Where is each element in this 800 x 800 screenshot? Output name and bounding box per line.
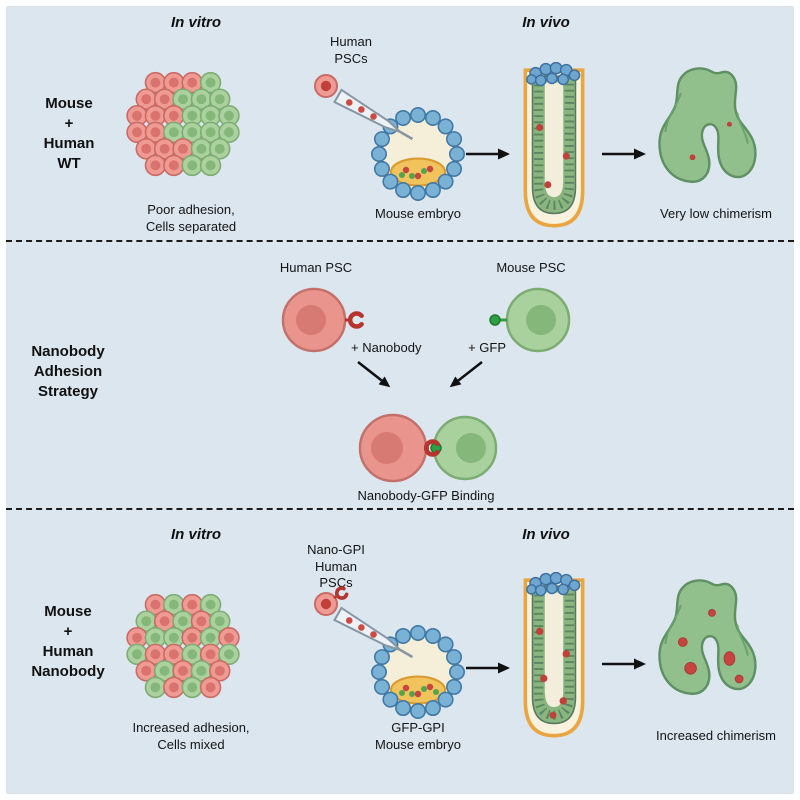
label-nano-gpi-human-pscs: Nano-GPI Human PSCs [291, 542, 381, 592]
cell-nucleus [371, 432, 403, 464]
arrow-icon [600, 657, 648, 671]
egg-cylinder-embryo-low-chimerism [518, 62, 590, 238]
arrow-icon [464, 147, 512, 161]
label-line: Human [315, 558, 357, 574]
trophoblast-ring [371, 624, 466, 720]
mouse-psc-with-gfp [489, 287, 571, 353]
row-label-line: Human [42, 643, 94, 660]
column-header-invitro-top: In vitro [170, 14, 221, 31]
cell-nucleus [526, 305, 556, 335]
caption-line: Cells separated [145, 218, 237, 234]
injection-into-blastocyst-top [314, 74, 466, 202]
trophoblast-ring [371, 106, 466, 202]
panel-divider-bottom [6, 508, 794, 510]
inner-cell-mass [390, 157, 446, 187]
human-psc-with-nanobody [281, 287, 364, 353]
column-header-invivo-bottom: In vivo [522, 526, 570, 543]
nanobody-icon [335, 586, 349, 600]
nanobody-icon [347, 311, 364, 329]
gfp-icon [489, 314, 501, 326]
injection-into-blastocyst-bottom [314, 586, 466, 720]
icm-cells [399, 683, 439, 698]
caption-nanobody-gfp-binding: Nanobody-GFP Binding [357, 488, 495, 503]
label-plus-gfp: + GFP [468, 340, 506, 355]
row-label-line: WT [57, 155, 81, 172]
chimeric-spots-large [677, 609, 744, 684]
label-line: PSCs [319, 575, 353, 590]
caption-line: Mouse embryo [375, 736, 461, 752]
row-label-nanobody-strategy: Nanobody Adhesion Strategy [8, 342, 128, 402]
caption-line: Increased adhesion, [132, 720, 250, 735]
label-plus-nanobody: + Nanobody [351, 340, 422, 355]
chimeric-spots-small [689, 121, 732, 161]
cell-nucleus [456, 433, 486, 463]
row-label-line: + [64, 115, 74, 132]
row-label-mouse-human-wt: Mouse + Human WT [14, 94, 124, 174]
label-human-psc: Human PSC [279, 260, 353, 275]
syringe-icon [333, 606, 414, 659]
column-header-invitro-bottom: In vitro [170, 526, 221, 543]
cell-nucleus [320, 598, 332, 610]
chimera-embryo-low [650, 64, 770, 200]
arrow-down-right-icon [357, 361, 391, 388]
figure-panel: In vitro In vivo Mouse + Human WT Poor a… [6, 6, 794, 794]
row-label-line: Nanobody [31, 343, 105, 360]
nanobody-gfp-binding-diagram [358, 413, 498, 483]
arrow-icon [600, 147, 648, 161]
icm-cells [399, 165, 434, 180]
caption-poor-adhesion: Poor adhesion, Cells separated [116, 202, 266, 235]
arrow-down-left-icon [449, 361, 483, 388]
caption-mouse-embryo: Mouse embryo [348, 206, 488, 223]
row-label-line: Strategy [37, 383, 99, 400]
caption-line: GFP-GPI [391, 720, 445, 735]
arrow-icon [464, 661, 512, 675]
row-label-line: + [63, 623, 73, 640]
human-cells-abundant [535, 627, 570, 719]
label-line: PSCs [334, 50, 368, 66]
cell-nucleus [320, 80, 332, 92]
caption-gfp-gpi-mouse-embryo: GFP-GPI Mouse embryo [348, 720, 488, 753]
label-line: Human [330, 34, 372, 49]
row-label-line: Nanobody [31, 663, 105, 680]
row-label-mouse-human-nanobody: Mouse + Human Nanobody [11, 602, 125, 682]
row-label-line: Mouse [44, 603, 92, 620]
caption-increased-chimerism: Increased chimerism [656, 728, 776, 743]
caption-very-low-chimerism: Very low chimerism [660, 206, 772, 221]
human-cells-sparse [536, 124, 570, 189]
syringe-icon [333, 88, 414, 141]
panel-divider-top [6, 240, 794, 242]
cell-cluster-separated [126, 71, 240, 177]
row-label-line: Mouse [45, 95, 93, 112]
row-label-line: Human [43, 135, 95, 152]
cell-nucleus [296, 305, 326, 335]
nanobody-icon [423, 439, 440, 457]
egg-cylinder-embryo-high-chimerism [518, 572, 590, 748]
cell-cluster-mixed [126, 593, 240, 699]
caption-line: Poor adhesion, [147, 202, 235, 217]
label-line: Nano-GPI [307, 542, 365, 557]
column-header-invivo-top: In vivo [522, 14, 570, 31]
row-label-line: Adhesion [33, 363, 103, 380]
caption-line: Cells mixed [157, 736, 225, 752]
caption-increased-adhesion: Increased adhesion, Cells mixed [108, 720, 274, 753]
label-mouse-psc: Mouse PSC [496, 260, 566, 275]
caption-line: Mouse embryo [375, 206, 461, 221]
label-human-pscs: Human PSCs [306, 34, 396, 67]
chimera-embryo-high [650, 576, 770, 712]
